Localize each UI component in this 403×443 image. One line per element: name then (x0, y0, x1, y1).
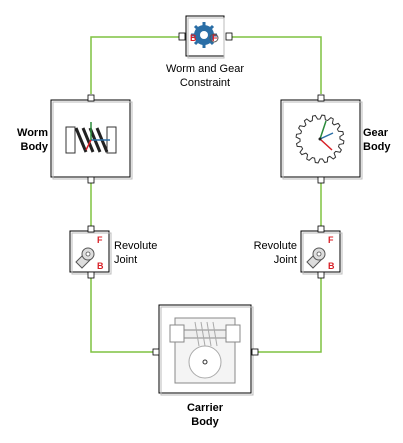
port-b-glyph: B (97, 261, 104, 271)
port-f-glyph: F (328, 235, 334, 245)
worm-gear-constraint-block[interactable]: B F (178, 15, 233, 59)
port-top[interactable] (87, 94, 95, 102)
connection-lines (90, 36, 322, 353)
port-top[interactable] (87, 225, 95, 233)
port-b-glyph: B (328, 261, 335, 271)
port-right[interactable] (251, 348, 259, 356)
revolute-joint-icon: F B (75, 235, 104, 271)
revolute-joint-left-block[interactable]: F B (69, 225, 112, 279)
port-f-glyph: F (97, 235, 103, 245)
connection-constraint-gear[interactable] (228, 36, 322, 94)
gear-icon (295, 114, 345, 164)
connection-constraint-worm[interactable] (90, 36, 183, 94)
gear-body-block[interactable] (280, 94, 363, 184)
port-bottom[interactable] (317, 271, 325, 279)
worm-body-block[interactable] (50, 94, 133, 184)
connection-revolute-carrier-left[interactable] (90, 276, 155, 353)
port-bottom[interactable] (87, 271, 95, 279)
worm-icon (65, 122, 117, 154)
port-b-glyph: B (190, 33, 197, 43)
port-top[interactable] (317, 225, 325, 233)
port-bottom[interactable] (87, 176, 95, 184)
port-left[interactable] (178, 32, 186, 41)
worm-gear-icon: B F (190, 22, 219, 48)
port-top[interactable] (317, 94, 325, 102)
port-left[interactable] (152, 348, 160, 356)
carrier-body-block[interactable] (152, 304, 259, 396)
port-bottom[interactable] (317, 176, 325, 184)
port-f-glyph: F (212, 33, 218, 43)
carrier-icon (169, 317, 241, 384)
connection-revolute-carrier-right[interactable] (256, 276, 322, 353)
revolute-joint-right-block[interactable]: F B (300, 225, 343, 279)
revolute-joint-icon: F B (306, 235, 335, 271)
port-right[interactable] (225, 32, 233, 41)
